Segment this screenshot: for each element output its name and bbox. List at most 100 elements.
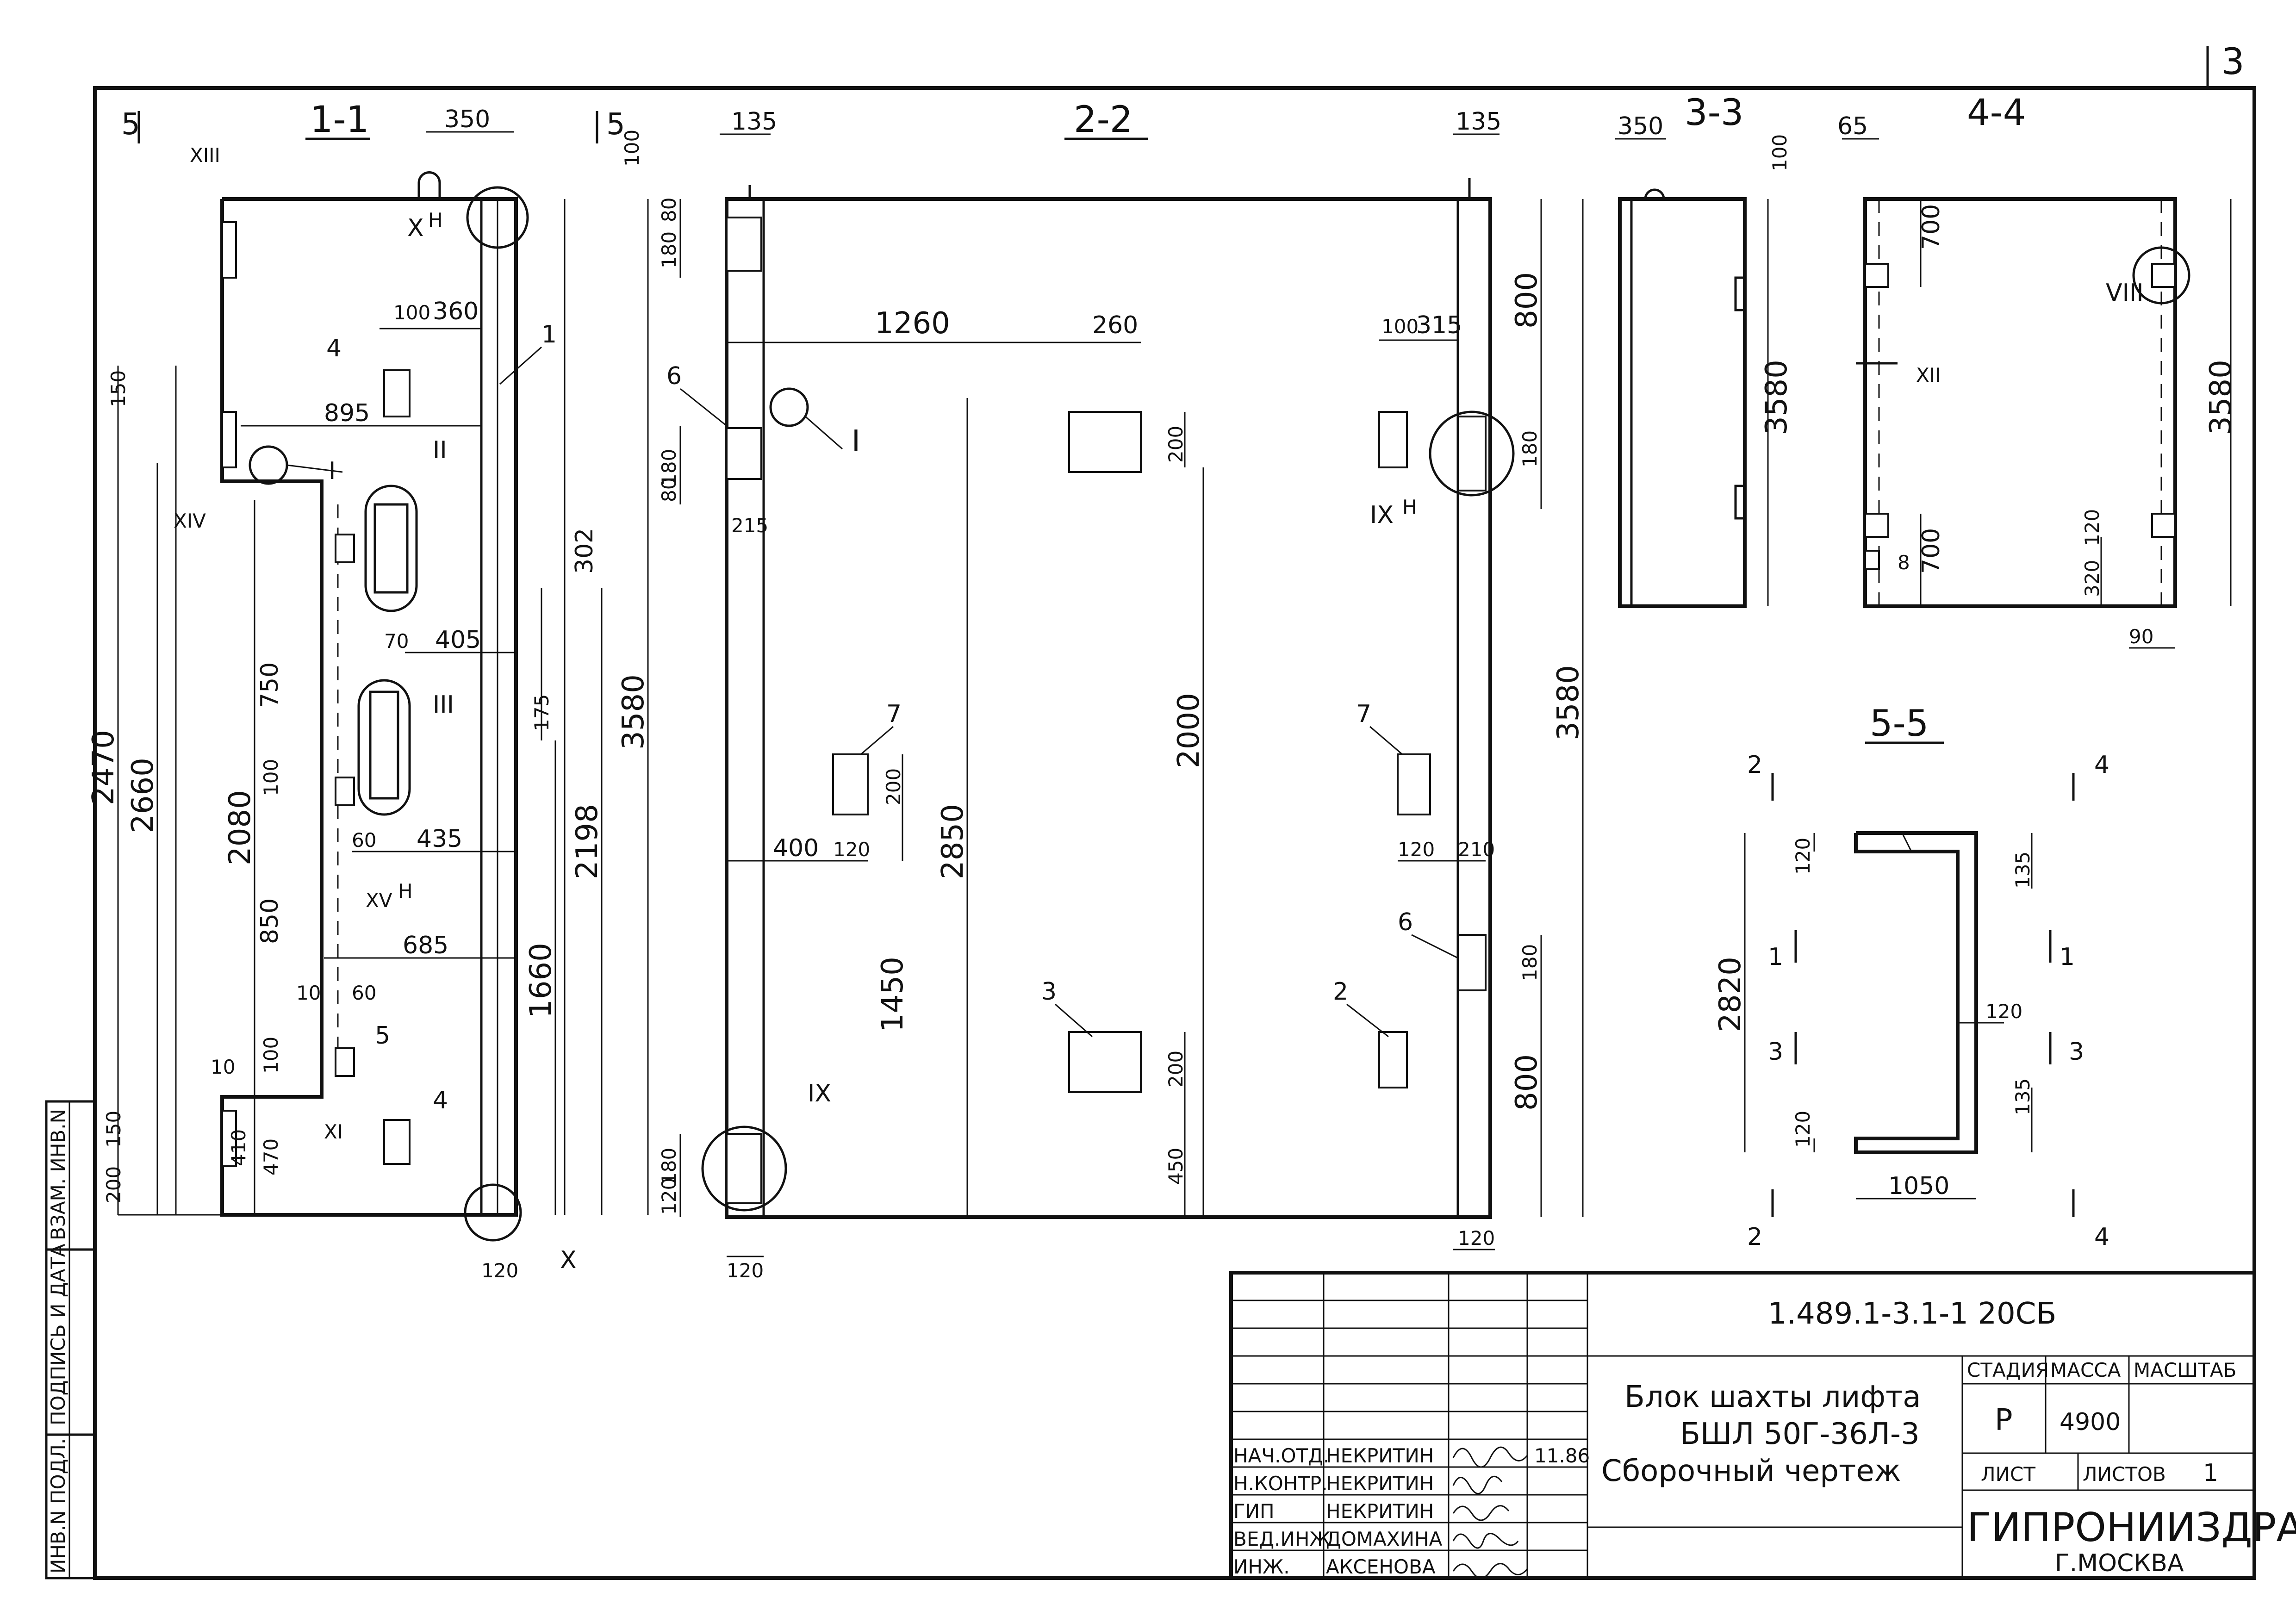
dim-lines-2-2	[679, 133, 1584, 1257]
dim-2470: 2470	[87, 730, 121, 805]
plate-4-4-tr	[2151, 263, 2176, 288]
plates-2-2	[726, 217, 1487, 1204]
opening-III-inner	[369, 690, 399, 800]
stage-value: Р	[1995, 1403, 2013, 1437]
org-name: ГИПРОНИИЗДРАВ	[1967, 1505, 2296, 1551]
dim-120-1-1: 120	[481, 1259, 518, 1282]
mark-7-left: 7	[886, 700, 902, 728]
dim-210: 210	[1458, 838, 1495, 861]
mark-5: 5	[375, 1022, 390, 1050]
dim-200-7: 200	[882, 768, 905, 805]
opening-II	[364, 485, 418, 612]
scale-header: МАСШТАБ	[2134, 1359, 2236, 1381]
dim-180-right: 180	[1518, 430, 1541, 467]
plate-4-top	[383, 369, 411, 417]
leader-7-right	[1369, 726, 1403, 755]
dim-90: 90	[2129, 625, 2153, 648]
detail-circle-IX-right	[1429, 410, 1515, 497]
dim-10-b: 10	[211, 1056, 235, 1078]
dim-150-top: 150	[107, 370, 130, 407]
cut-4-top: 4	[2094, 751, 2109, 779]
mark-4-top: 4	[326, 335, 342, 362]
section-4-4: 4-4 65 700 3580 700 8 120 320 90 VIII	[1837, 92, 2238, 649]
dim-180-low-right: 180	[1518, 944, 1541, 981]
section-title-4-4: 4-4	[1967, 92, 2026, 134]
cut-3-right: 3	[2069, 1038, 2084, 1066]
dim-65: 65	[1837, 112, 1868, 140]
lifting-loop-3-3	[1644, 188, 1665, 199]
detail-circle-X-top	[466, 186, 529, 249]
dim-260: 260	[1092, 311, 1138, 339]
sig-role-4: ИНЖ.	[1233, 1555, 1290, 1578]
dim-120-7r: 120	[1398, 838, 1435, 861]
dim-135-5-bot: 135	[2011, 1078, 2034, 1115]
plate-top-left	[726, 217, 762, 272]
dim-lines-3-3	[1615, 138, 1769, 606]
dim-450: 450	[1164, 1148, 1187, 1185]
plate-4-bottom	[383, 1119, 411, 1165]
mark-7-right: 7	[1356, 700, 1371, 728]
mark-H-ix: H	[1402, 496, 1417, 518]
section-title-5-5: 5-5	[1870, 703, 1929, 745]
title-block-code: 1.489.1-3.1-1 20СБ	[1768, 1297, 2056, 1331]
stage-header: СТАДИЯ	[1967, 1359, 2049, 1381]
dim-lines-5-5	[1744, 833, 2033, 1200]
section-1-1: 1-1 5 5	[87, 99, 651, 1282]
plate-IX-right	[1457, 416, 1487, 491]
mark-3: 3	[1041, 978, 1057, 1006]
sheets-label: ЛИСТОВ	[2083, 1463, 2166, 1486]
dim-320: 320	[2081, 560, 2103, 597]
dim-850: 850	[256, 898, 284, 944]
mass-header: МАССА	[2050, 1359, 2121, 1381]
dim-10-a: 10	[296, 982, 321, 1004]
dim-120-low-left: 120	[658, 1178, 680, 1215]
dim-750: 750	[256, 662, 284, 708]
plates-4-4	[1864, 263, 2176, 570]
detail-circle-IX-left	[701, 1126, 787, 1212]
cut-mark-left-label: 5	[121, 107, 140, 142]
signature-3	[1452, 1533, 1519, 1549]
dim-200-3: 200	[1164, 1051, 1187, 1088]
dim-60-a: 60	[352, 829, 376, 852]
detail-circle-I	[249, 445, 288, 485]
plate-4-4-small	[1864, 550, 1880, 570]
org-city: Г.МОСКВА	[2055, 1549, 2184, 1577]
plate-IX-left	[726, 1133, 762, 1204]
title-block: 1.489.1-3.1-1 20СБ Блок шахты лифта БШЛ …	[1229, 1271, 2296, 1580]
cut-mark-right-label: 5	[606, 107, 625, 142]
side-stamp-vzam: ВЗАМ. ИНВ.N	[47, 1109, 69, 1240]
side-stamp-frame	[45, 1100, 96, 1579]
side-stamp-podpis: ПОДПИСЬ И ДАТА	[47, 1244, 69, 1425]
mark-6-right: 6	[1398, 908, 1413, 936]
plate-small-a	[335, 534, 355, 563]
dim-315: 315	[1416, 311, 1462, 339]
mark-XV: XV	[366, 889, 392, 912]
dim-350-1-1: 350	[444, 106, 490, 133]
dim-3580-3-3: 3580	[1760, 360, 1794, 435]
wall-insert-mid	[221, 411, 237, 468]
dim-8: 8	[1898, 551, 1910, 574]
dim-2820: 2820	[1713, 957, 1748, 1032]
plate-4-4-tl	[1864, 263, 1889, 288]
dim-135-5-top: 135	[2011, 852, 2034, 889]
side-stamp-inv: ИНВ.N ПОДЛ.	[47, 1438, 69, 1573]
dim-302: 302	[571, 528, 598, 574]
sig-name-1: НЕКРИТИН	[1326, 1472, 1434, 1495]
dim-800-low: 800	[1510, 1054, 1544, 1111]
mark-X-top: X	[407, 214, 424, 242]
leader-2	[1346, 1003, 1389, 1038]
leader-I-1-1	[286, 464, 343, 473]
sheet-label: ЛИСТ	[1981, 1463, 2035, 1486]
detail-circle-VIII	[2132, 246, 2190, 305]
channel-profile	[1854, 831, 1978, 1154]
sheet-frame	[93, 86, 2256, 1580]
mark-III: III	[433, 691, 454, 719]
sig-role-2: ГИП	[1233, 1500, 1275, 1523]
lifting-loop-1-1	[417, 171, 441, 199]
wall-column-1-1	[480, 198, 517, 1216]
dim-135-right: 135	[1456, 108, 1501, 136]
dim-895: 895	[324, 399, 370, 427]
opening-III	[357, 679, 411, 816]
side-stamp: ВЗАМ. ИНВ.N ПОДПИСЬ И ДАТА ИНВ.N ПОДЛ.	[45, 1100, 96, 1579]
